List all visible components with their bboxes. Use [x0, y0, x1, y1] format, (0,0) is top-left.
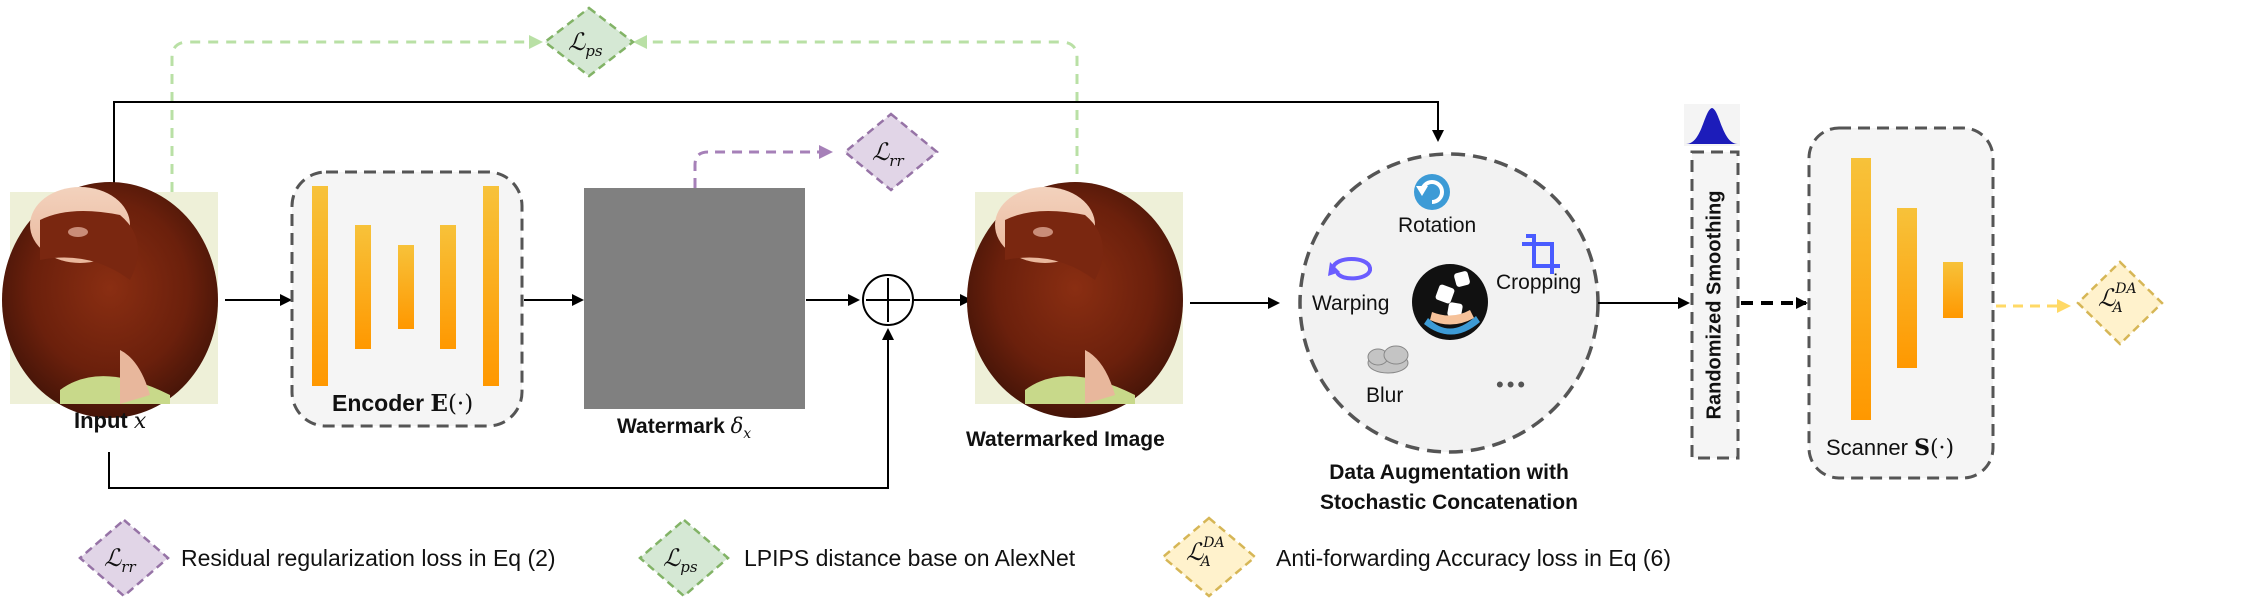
lrr-diamond — [843, 112, 939, 192]
lps-symbol: ℒps — [568, 28, 603, 60]
lps-diamond — [542, 6, 636, 78]
watermark-label: Watermark δx — [617, 414, 752, 443]
lpips-line-left — [170, 35, 543, 192]
legend-da-diamond — [1161, 516, 1257, 598]
encoder-bar-4 — [440, 225, 456, 349]
legend-ps-text: LPIPS distance base on AlexNet — [744, 545, 1076, 571]
lrr-symbol: ℒrr — [872, 138, 904, 170]
scanner-bar-3 — [1943, 262, 1963, 318]
adder-node — [862, 274, 914, 326]
watermark-residual — [584, 188, 805, 409]
encoder-bar-2 — [355, 225, 371, 349]
input-image — [2, 182, 218, 418]
smoothing-box — [1690, 150, 1740, 460]
lda-diamond — [2076, 260, 2164, 346]
encoder-label: Encoder E(·) — [332, 390, 474, 417]
warping-icon — [1328, 257, 1372, 281]
cropping-label: Cropping — [1496, 271, 1582, 294]
lda-symbol: ℒDAA — [2098, 281, 2137, 316]
scanner-bar-1 — [1851, 158, 1871, 420]
encoder-bar-3 — [398, 245, 414, 329]
warping-label: Warping — [1312, 292, 1390, 315]
lpips-line-right — [633, 35, 1079, 192]
watermarked-image — [967, 182, 1183, 418]
smoothing-distribution-icon — [1684, 104, 1740, 146]
legend-da-text: Anti-forwarding Accuracy loss in Eq (6) — [1276, 545, 1671, 571]
encoder-bar-1 — [312, 186, 328, 386]
legend-ps-symbol: ℒps — [663, 544, 698, 576]
skip-line-top — [113, 101, 1444, 192]
watermarked-label: Watermarked Image — [966, 428, 1165, 451]
scanner-block — [1807, 126, 1995, 480]
residual-reg-line — [693, 145, 833, 188]
encoder-block — [290, 170, 524, 428]
blur-label: Blur — [1366, 384, 1404, 407]
scanner-label: Scanner S(·) — [1826, 435, 1955, 461]
blur-icon — [1367, 345, 1409, 374]
legend-rr-text: Residual regularization loss in Eq (2) — [181, 545, 556, 571]
smoothing-label: Randomized Smoothing — [1703, 190, 1726, 420]
rotation-label: Rotation — [1398, 214, 1477, 237]
input-label: Input x — [74, 408, 147, 434]
legend-ps-diamond — [638, 518, 730, 598]
more-augmentations: ••• — [1496, 372, 1529, 397]
augmentation-caption: Data Augmentation with Stochastic Concat… — [1320, 461, 1578, 514]
cropping-icon — [1522, 234, 1560, 274]
legend-rr-diamond — [78, 518, 170, 598]
legend-rr-symbol: ℒrr — [104, 544, 136, 576]
legend-da-symbol: ℒDAA — [1186, 535, 1225, 570]
scanner-bar-2 — [1897, 208, 1917, 368]
dice-hand-icon — [1412, 264, 1488, 340]
rotation-icon — [1414, 174, 1450, 210]
skip-line-bottom — [108, 328, 894, 489]
encoder-bar-5 — [483, 186, 499, 386]
